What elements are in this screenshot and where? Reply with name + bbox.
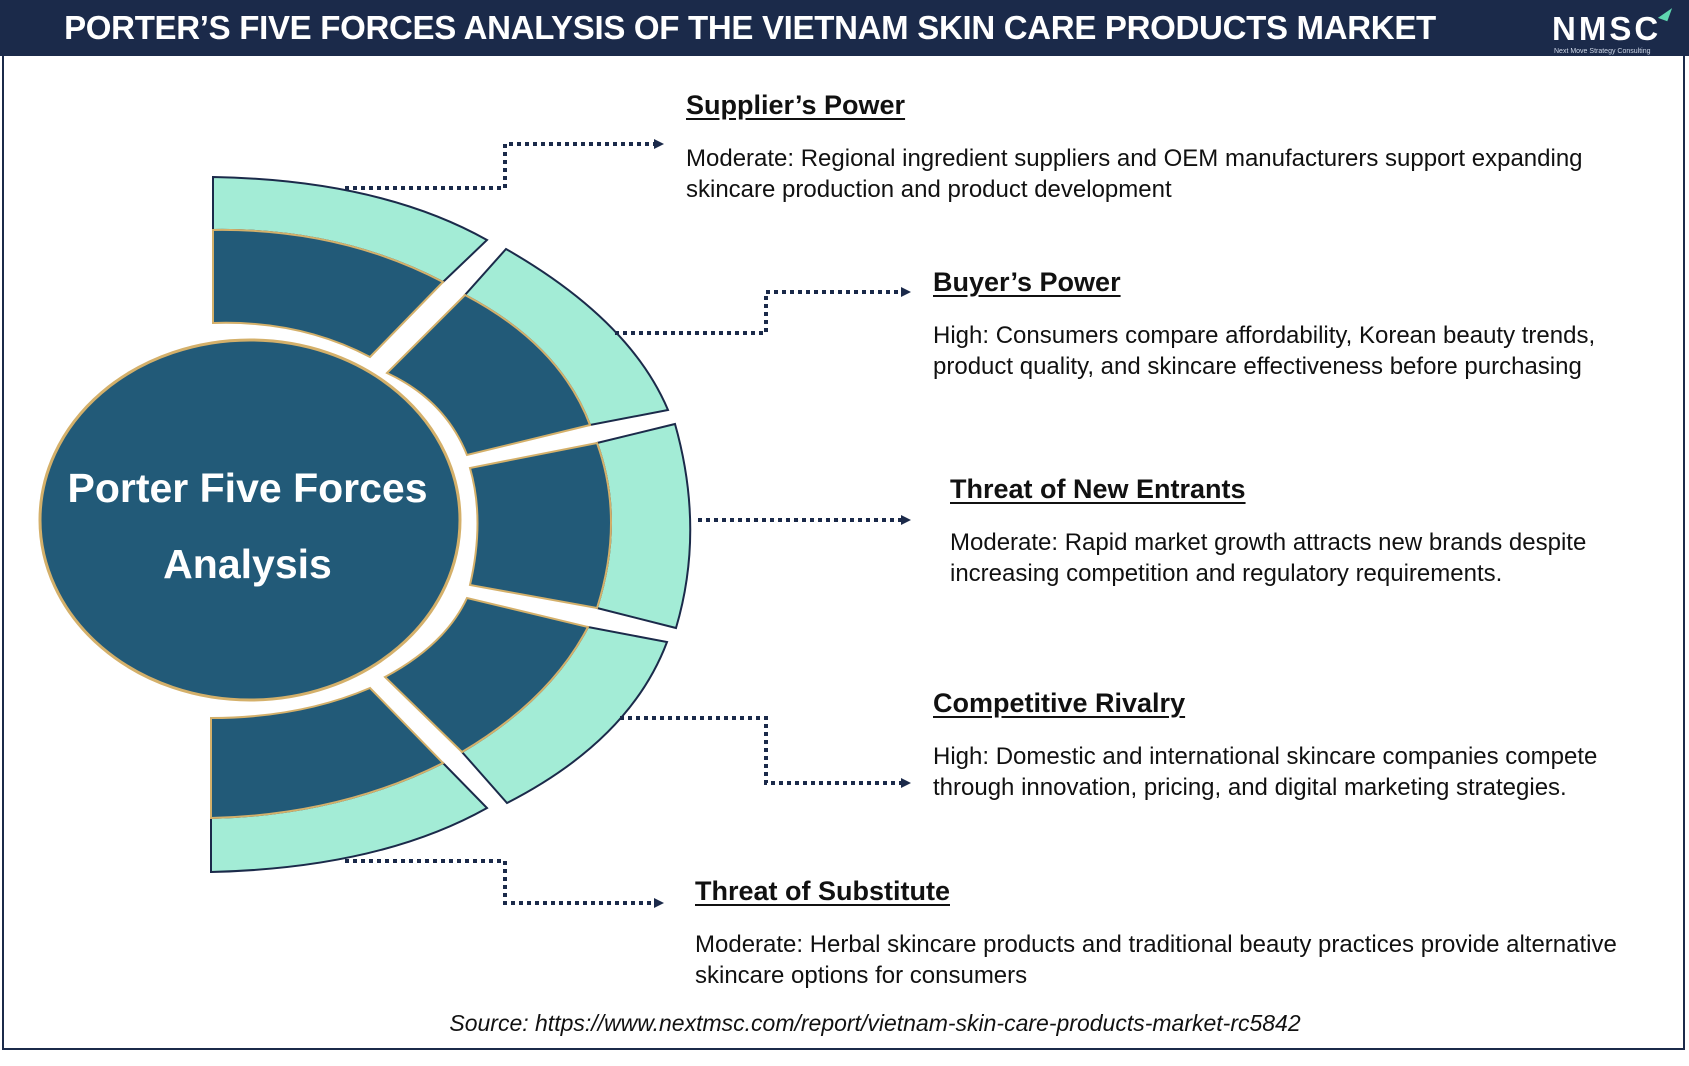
force-title: Threat of Substitute (695, 876, 950, 906)
center-ellipse (38, 338, 462, 702)
header-bar: PORTER’S FIVE FORCES ANALYSIS OF THE VIE… (0, 0, 1689, 56)
force-title: Threat of New Entrants (950, 474, 1246, 504)
force-description: Moderate: Rapid market growth attracts n… (950, 529, 1587, 587)
page-title: PORTER’S FIVE FORCES ANALYSIS OF THE VIE… (64, 9, 1436, 46)
force-buyer-power: Buyer’s Power High: Consumers compare af… (933, 267, 1653, 382)
connector-rivalry (620, 716, 911, 788)
force-title: Competitive Rivalry (933, 688, 1186, 718)
center-label-line1: Porter Five Forces (67, 465, 428, 511)
force-new-entrants: Threat of New Entrants Moderate: Rapid m… (950, 474, 1650, 589)
force-description: High: Consumers compare affordability, K… (933, 322, 1596, 380)
force-description: Moderate: Regional ingredient suppliers … (686, 145, 1583, 203)
connector-substitute (345, 859, 664, 908)
source-citation: Source: https://www.nextmsc.com/report/v… (449, 1010, 1301, 1036)
nmsc-logo: NMSC Next Move Strategy Consulting (1548, 4, 1678, 55)
logo-text: NMSC (1552, 10, 1662, 47)
force-title: Supplier’s Power (686, 90, 906, 120)
segment-new-entrants-inner (468, 441, 612, 610)
center-label: Porter Five Forces Analysis (50, 450, 445, 602)
segment-substitute-inner (210, 686, 445, 820)
force-description: Moderate: Herbal skincare products and t… (695, 931, 1617, 989)
force-description: High: Domestic and international skincar… (933, 743, 1598, 801)
force-threat-substitute: Threat of Substitute Moderate: Herbal sk… (695, 876, 1670, 991)
force-supplier-power: Supplier’s Power Moderate: Regional ingr… (686, 90, 1636, 205)
force-title: Buyer’s Power (933, 267, 1121, 297)
force-competitive-rivalry: Competitive Rivalry High: Domestic and i… (933, 688, 1653, 803)
segment-buyer-inner (385, 293, 592, 457)
segment-supplier-inner (212, 228, 445, 359)
logo-tagline: Next Move Strategy Consulting (1554, 48, 1651, 55)
connector-supplier (345, 139, 664, 190)
segment-rivalry-inner (383, 596, 590, 754)
connector-buyer (615, 287, 911, 335)
center-label-line2: Analysis (163, 541, 332, 587)
